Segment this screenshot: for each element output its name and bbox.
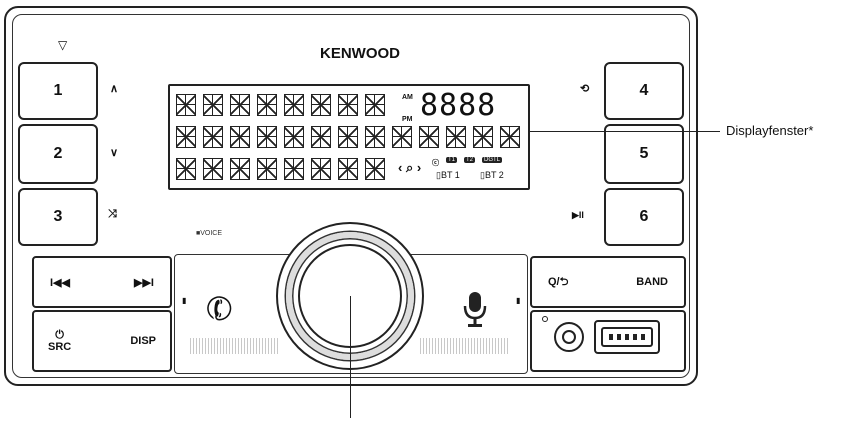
search-back-label[interactable]: Q/⮌ bbox=[548, 275, 569, 288]
segment-char bbox=[284, 126, 304, 148]
microphone-icon[interactable] bbox=[460, 290, 490, 330]
bt2-indicator: ▯BT 2 bbox=[480, 170, 504, 180]
preset-3-button[interactable]: 3 bbox=[18, 188, 98, 246]
cd-icon: ⓒ bbox=[432, 160, 439, 167]
track-skip-button[interactable]: I◀◀ ▶▶I bbox=[32, 256, 172, 308]
bt1-label: BT 1 bbox=[440, 170, 460, 180]
segment-char bbox=[284, 94, 304, 116]
segment-char bbox=[311, 126, 331, 148]
segment-char bbox=[338, 126, 358, 148]
left-indicator-slot: ▮ bbox=[182, 296, 187, 305]
input-panel bbox=[530, 310, 686, 372]
segment-char bbox=[257, 126, 277, 148]
bt1-indicator: ▯BT 1 bbox=[436, 170, 460, 180]
segment-char bbox=[284, 158, 304, 180]
up-icon: ∧ bbox=[110, 83, 119, 95]
band-label[interactable]: BAND bbox=[636, 276, 668, 288]
segment-char bbox=[257, 94, 277, 116]
preset-1-label: 1 bbox=[53, 82, 63, 99]
display-callout-label: Displayfenster* bbox=[726, 123, 814, 138]
segment-char bbox=[473, 126, 493, 148]
preset-4-button[interactable]: 4 bbox=[604, 62, 684, 120]
segment-char bbox=[365, 126, 385, 148]
segment-char bbox=[311, 94, 331, 116]
segment-char bbox=[176, 94, 196, 116]
preset-6-label: 6 bbox=[639, 208, 649, 225]
play-pause-icon: ▶II bbox=[572, 210, 584, 220]
segment-char bbox=[230, 126, 250, 148]
right-indicator-slot: ▮ bbox=[516, 296, 521, 305]
segment-char bbox=[230, 94, 250, 116]
preset-5-button[interactable]: 5 bbox=[604, 124, 684, 184]
segment-char bbox=[203, 126, 223, 148]
segment-char bbox=[365, 158, 385, 180]
preset-2-button[interactable]: 2 bbox=[18, 124, 98, 184]
left-hatch-decoration bbox=[190, 338, 280, 354]
bt2-label: BT 2 bbox=[484, 170, 504, 180]
segment-char bbox=[392, 126, 412, 148]
dgtl-badge: DGTL bbox=[482, 157, 503, 163]
segment-char bbox=[176, 158, 196, 180]
preset-3-label: 3 bbox=[53, 208, 63, 225]
segment-char bbox=[203, 158, 223, 180]
brand-logo: KENWOOD bbox=[320, 45, 400, 62]
usb-pins bbox=[609, 334, 645, 340]
aux-jack[interactable] bbox=[554, 322, 584, 352]
previous-track-icon[interactable]: I◀◀ bbox=[50, 276, 70, 289]
clock-digits: 8888 bbox=[420, 88, 497, 123]
src-label: SRC bbox=[48, 341, 72, 353]
search-arrows-icon: ‹ ⌕ › bbox=[398, 160, 422, 175]
usb-slot bbox=[601, 327, 653, 347]
power-src-group[interactable]: ⏻ SRC bbox=[48, 329, 71, 353]
segment-char bbox=[419, 126, 439, 148]
preset-1-button[interactable]: 1 bbox=[18, 62, 98, 120]
voice-label: ■VOICE bbox=[196, 230, 223, 237]
repeat-icon: ⟲ bbox=[580, 83, 590, 95]
am-indicator: AM bbox=[402, 94, 413, 101]
preset-5-label: 5 bbox=[639, 145, 649, 162]
segment-char bbox=[365, 94, 385, 116]
segment-char bbox=[311, 158, 331, 180]
search-band-button[interactable]: Q/⮌ BAND bbox=[530, 256, 686, 308]
segment-char bbox=[230, 158, 250, 180]
t1-badge: T1 bbox=[446, 157, 458, 163]
segment-char bbox=[338, 158, 358, 180]
pm-indicator: PM bbox=[402, 116, 413, 123]
knob-callout-line bbox=[350, 296, 352, 418]
segment-char bbox=[257, 158, 277, 180]
right-hatch-decoration bbox=[420, 338, 510, 354]
preset-6-button[interactable]: 6 bbox=[604, 188, 684, 246]
src-disp-button[interactable]: ⏻ SRC DISP bbox=[32, 310, 172, 372]
status-led bbox=[542, 316, 548, 322]
segment-char bbox=[176, 126, 196, 148]
shuffle-icon: ⤨ bbox=[108, 208, 117, 220]
power-icon: ⏻ bbox=[55, 328, 64, 341]
next-track-icon[interactable]: ▶▶I bbox=[134, 276, 154, 289]
display-window: AM PM 8888 ‹ ⌕ › ⓒ T1 T2 DGTL ▯BT 1 ▯BT … bbox=[168, 84, 530, 190]
disp-label[interactable]: DISP bbox=[130, 335, 156, 347]
aux-jack-inner bbox=[562, 330, 576, 344]
t2-badge: T2 bbox=[464, 157, 476, 163]
usb-port[interactable] bbox=[594, 320, 660, 354]
display-callout-line bbox=[530, 131, 720, 133]
preset-2-label: 2 bbox=[53, 145, 63, 162]
segment-char bbox=[500, 126, 520, 148]
segment-char bbox=[446, 126, 466, 148]
down-icon: ∨ bbox=[110, 147, 119, 159]
eject-icon[interactable]: ▽ bbox=[58, 38, 68, 52]
segment-char bbox=[203, 94, 223, 116]
preset-4-label: 4 bbox=[639, 82, 649, 99]
segment-char bbox=[338, 94, 358, 116]
